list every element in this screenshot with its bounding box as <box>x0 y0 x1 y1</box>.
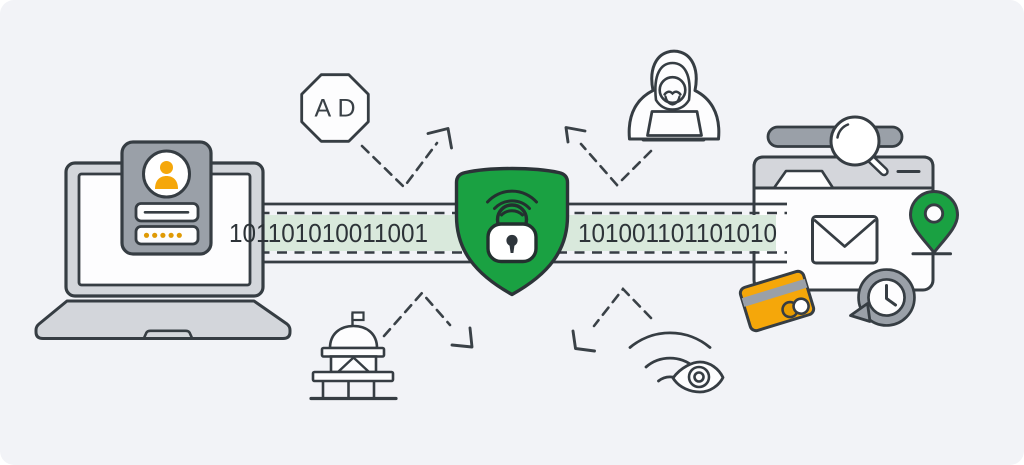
history-arrowhead <box>849 302 872 323</box>
dome <box>328 324 379 350</box>
pediment <box>337 356 370 373</box>
avatar-head <box>160 161 173 174</box>
deflection-arrow-wifi <box>571 287 653 353</box>
hacker-icon <box>627 49 721 142</box>
folder-tab-notch <box>772 169 835 190</box>
columns <box>321 381 376 397</box>
login-card <box>120 140 213 256</box>
government-building-icon <box>309 311 398 401</box>
deflection-arrow-ad <box>360 127 453 189</box>
binary-text-left: 101101010011001 <box>229 220 428 248</box>
ad-blocker-icon: AD <box>300 73 370 143</box>
card-stripe <box>741 278 808 307</box>
laptop <box>34 140 292 340</box>
history-clock-icon <box>849 268 916 327</box>
laptop-base-notch <box>142 329 194 339</box>
password-dots <box>143 232 182 238</box>
password-field <box>134 225 200 246</box>
credit-card-icon <box>738 269 816 333</box>
deflection-arrow-building <box>382 291 474 349</box>
avatar-body <box>155 176 178 189</box>
magnifier-icon <box>829 115 889 177</box>
laptop-base <box>34 299 292 340</box>
wifi-signal-icon <box>486 189 538 217</box>
location-pin-icon <box>909 190 959 256</box>
hacker-laptop <box>646 110 703 137</box>
padlock-icon <box>486 203 538 264</box>
clock-hands <box>885 284 897 307</box>
flag <box>351 311 365 322</box>
vpn-shield-icon <box>454 166 570 297</box>
deflection-arrow-hacker <box>564 126 653 187</box>
keyhole <box>506 234 518 247</box>
beard <box>664 95 681 106</box>
binary-text-right: 101001101101010 <box>578 220 777 248</box>
mustache <box>663 90 682 96</box>
envelope-icon <box>811 215 879 265</box>
hacker-face <box>658 75 687 105</box>
wifi-eye-surveillance-icon <box>628 331 725 394</box>
